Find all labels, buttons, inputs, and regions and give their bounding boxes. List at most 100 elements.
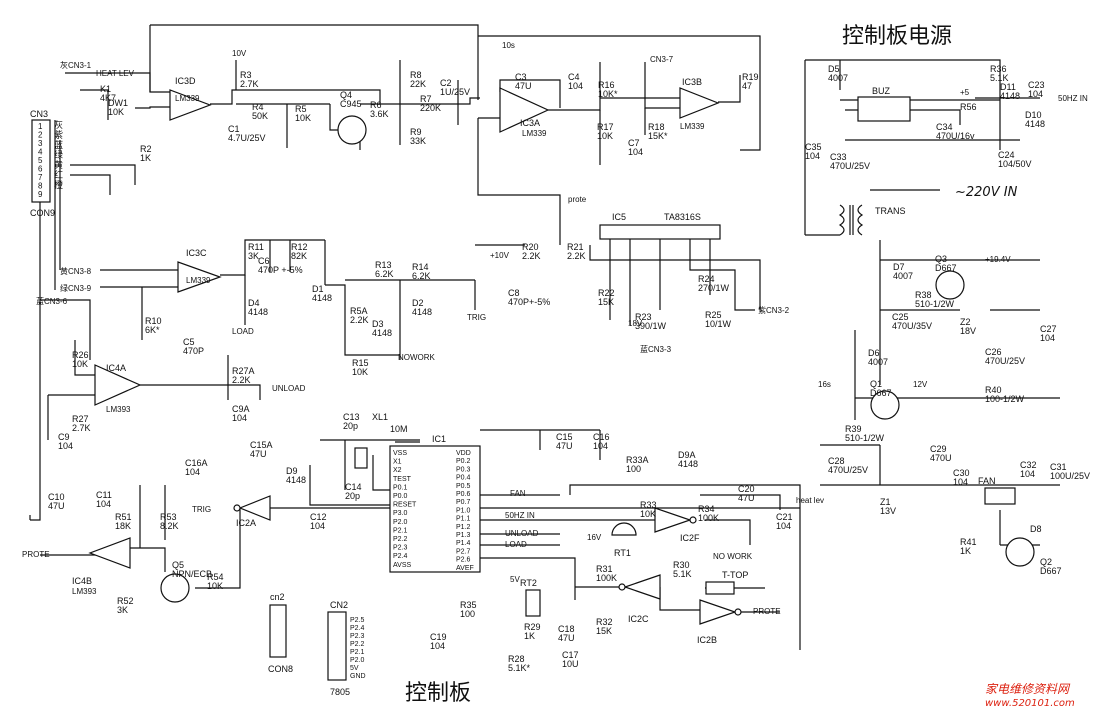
cn3-pin: 3 (38, 139, 43, 148)
mcu-pin-p2-3: P2.3 (393, 545, 408, 552)
comparator-ic3c: IC3C LM339 (177, 248, 222, 293)
net-label-17: 蓝CN3-3 (640, 344, 672, 354)
svg-text:IC2F: IC2F (680, 533, 700, 543)
net-label-10: heat lev (796, 496, 824, 505)
component-d8: D8 (1030, 524, 1042, 534)
supply-rail-label: 10s (502, 41, 515, 50)
svg-text:LM339: LM339 (186, 276, 211, 285)
buzzer: RT1 (611, 522, 637, 558)
mcu-pin-reset: RESET (393, 502, 417, 509)
mcu-pin-p0-7: P0.7 (456, 499, 471, 506)
supply-rail-label: 5V (510, 575, 520, 584)
mcu-pin-p0-5: P0.5 (456, 483, 471, 490)
mcu-pin-vss: VSS (393, 450, 407, 457)
svg-text:cn2: cn2 (270, 592, 285, 602)
net-label-13: 黄CN3-8 (60, 266, 92, 276)
cn3-pin: 9 (38, 190, 43, 199)
thermistor-rt2: T-TOP (705, 570, 748, 595)
power-board-title: 控制板电源 (842, 24, 952, 49)
svg-text:LM393: LM393 (72, 587, 97, 596)
mcu-pin-p2-4: P2.4 (393, 553, 408, 560)
mcu-pin-p2-1: P2.1 (393, 527, 408, 534)
con8-pin: P2.4 (350, 625, 365, 632)
net-label-20: LOAD (505, 540, 527, 549)
cn3-pin: 6 (38, 165, 43, 174)
supply-rail-label: +5 (960, 88, 970, 97)
mcu-ic1: IC1 VSSX1X2TESTP0.1P0.0RESETP3.0P2.0P2.1… (389, 434, 481, 573)
svg-text:RT2: RT2 (520, 578, 537, 588)
svg-text:FAN: FAN (978, 476, 996, 486)
cn3-wire-color: 灰 (54, 119, 63, 130)
connector-con6: cn2 CON8 (268, 592, 293, 674)
net-label-9: FAN (510, 489, 526, 498)
mcu-pin-x1: X1 (393, 459, 402, 466)
svg-text:7805: 7805 (330, 687, 350, 697)
mcu-pin-p2-0: P2.0 (393, 519, 408, 526)
svg-text:10M: 10M (390, 424, 408, 434)
net-label-1: 灰CN3-1 (60, 60, 92, 70)
ac-input-label: ~220V IN (955, 185, 1018, 200)
transistor-q4 (337, 115, 367, 145)
inverter-ic2f: IC2F (654, 507, 700, 543)
cn3-pin: 1 (38, 122, 43, 131)
watermark-text: 家电维修资料网 (985, 682, 1071, 696)
svg-text:IC4A: IC4A (106, 363, 126, 373)
supply-rail-label: 12V (913, 380, 928, 389)
transistor-q5 (160, 573, 190, 603)
svg-text:CN2: CN2 (330, 600, 348, 610)
transformer-trans: TRANS (838, 204, 906, 236)
cn3-wire-color: 红 (54, 169, 63, 180)
con8-pin: P2.0 (350, 657, 365, 664)
inverter-ic2a: IC2A (233, 495, 271, 528)
driver-ic5-ta8316s: IC5 TA8316S (599, 212, 721, 240)
mcu-pin-p0-0: P0.0 (393, 493, 408, 500)
component-r56: R56 (960, 102, 977, 112)
net-label-19: UNLOAD (505, 529, 539, 538)
net-labels: HEAT LEV灰CN3-1proteCN3-7TRIGLOADNOWORKUN… (22, 55, 1088, 616)
supply-rail-label: 16V (587, 533, 602, 542)
thermistor-rt1: RT2 (520, 578, 541, 617)
con8-pin: P2.5 (350, 617, 365, 624)
